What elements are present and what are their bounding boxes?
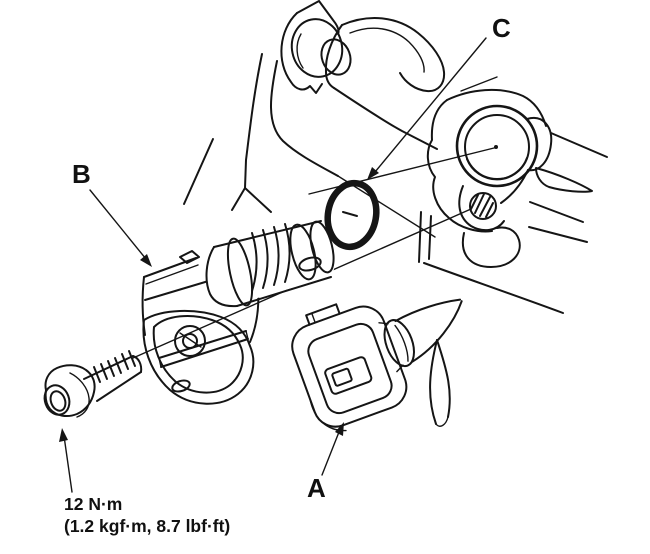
callout-C-arrowhead	[367, 167, 379, 180]
callout-A-arrowhead	[335, 422, 344, 436]
callout-C-leader	[374, 37, 487, 173]
callout-B-label: B	[72, 159, 91, 189]
callout-A-label: A	[307, 473, 326, 503]
bolt-threads	[93, 350, 136, 383]
callout-B-arrowhead	[140, 254, 152, 267]
position-sensor	[141, 220, 336, 405]
bolt-hole-hatching	[470, 193, 494, 218]
bolt-hole	[469, 192, 497, 220]
sensor-ribs	[251, 223, 291, 292]
torque-value-alt-units: (1.2 kgf·m, 8.7 lbf·ft)	[64, 516, 230, 536]
harness-connector	[291, 298, 463, 432]
callout-C: C	[367, 13, 511, 180]
callout-B-leader	[89, 189, 147, 260]
torque-arrowhead	[59, 428, 68, 442]
callout-A-leader	[321, 431, 340, 476]
callout-C-label: C	[492, 13, 511, 43]
torque-value: 12 N·m	[64, 494, 122, 514]
torque-leader	[63, 435, 73, 493]
torque-annotation: 12 N·m (1.2 kgf·m, 8.7 lbf·ft)	[59, 428, 230, 536]
o-ring	[324, 179, 380, 251]
bolt	[43, 350, 143, 418]
callout-A: A	[307, 422, 344, 503]
callout-B: B	[72, 159, 152, 267]
sensor-bore	[455, 104, 539, 188]
